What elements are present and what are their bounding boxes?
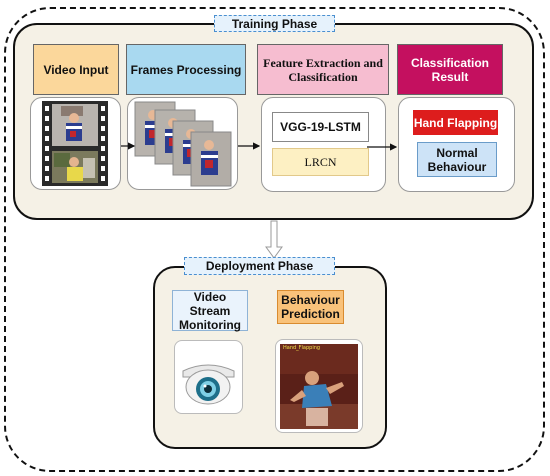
normal-behaviour-result: Normal Behaviour xyxy=(417,142,497,177)
frames-stack-image xyxy=(134,101,232,187)
video-input-header: Video Input xyxy=(33,44,119,95)
security-camera-icon xyxy=(182,364,235,405)
video-stream-monitoring-header: Video Stream Monitoring xyxy=(172,290,248,332)
frames-processing-box xyxy=(127,97,238,190)
classification-result-header: Classification Result xyxy=(397,44,503,95)
hollow-arrow-down-icon xyxy=(265,220,283,259)
video-input-box xyxy=(30,97,121,190)
lrcn-model: LRCN xyxy=(272,148,369,176)
camera-box xyxy=(174,340,243,414)
prediction-frame-image xyxy=(280,344,358,429)
prediction-overlay-label: Hand_Flapping xyxy=(283,345,321,351)
film-strip-icon xyxy=(42,101,108,186)
prediction-box: Hand_Flapping xyxy=(275,339,363,433)
hand-flapping-result: Hand Flapping xyxy=(413,110,498,135)
vgg19-lstm-model: VGG-19-LSTM xyxy=(272,112,369,142)
feature-extraction-header: Feature Extraction and Classification xyxy=(257,44,389,95)
frames-processing-header: Frames Processing xyxy=(126,44,246,95)
deployment-phase-label: Deployment Phase xyxy=(184,257,335,275)
outer-dashed-frame xyxy=(4,7,545,472)
behaviour-prediction-header: Behaviour Prediction xyxy=(277,290,344,324)
training-phase-label: Training Phase xyxy=(214,15,335,32)
